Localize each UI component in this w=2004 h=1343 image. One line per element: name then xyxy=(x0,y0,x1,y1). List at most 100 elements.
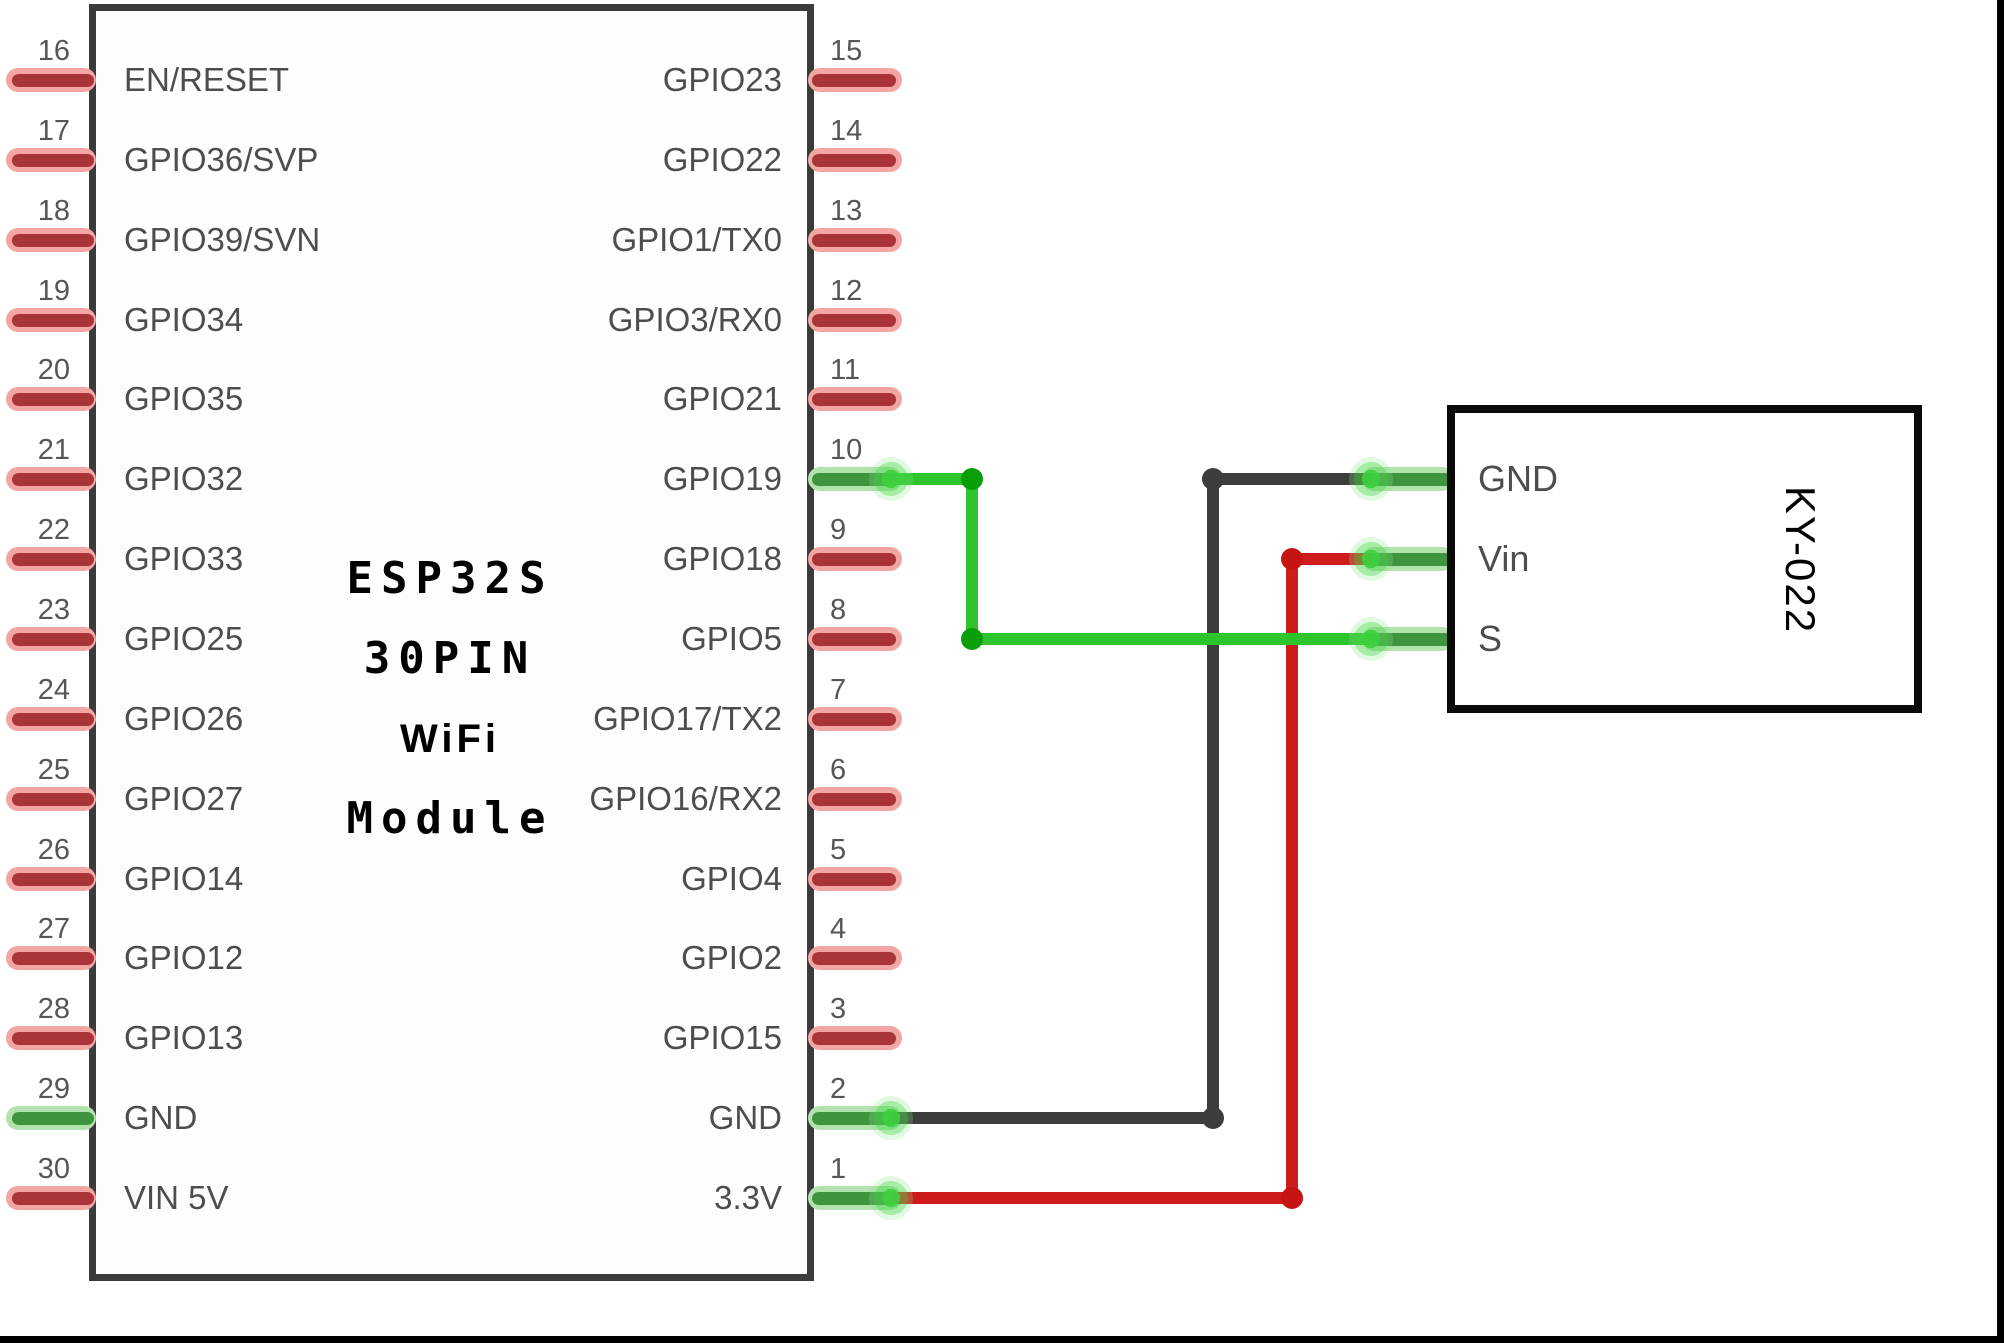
signal-wire-bend-1[interactable] xyxy=(961,468,983,490)
esp-pin-9-gpio18-stub[interactable] xyxy=(812,553,896,566)
esp-pin-26-gpio14-label: GPIO14 xyxy=(124,860,244,897)
gnd-wire-bend-2[interactable] xyxy=(1202,468,1224,490)
esp-pin-22-gpio33-number: 22 xyxy=(37,514,70,546)
ky022-pin-vin-connection-glow xyxy=(1346,534,1396,584)
esp-pin-8-gpio5-stub[interactable] xyxy=(812,633,896,646)
esp-pin-8-gpio5-number: 8 xyxy=(830,594,847,626)
esp-pin-2-gnd-label: GND xyxy=(708,1099,782,1136)
esp-pin-6-gpio16-rx2-label: GPIO16/RX2 xyxy=(589,780,782,817)
esp-pin-19-gpio34-number: 19 xyxy=(37,275,70,307)
gnd-wire[interactable] xyxy=(892,473,1372,1124)
esp-pin-26-gpio14-number: 26 xyxy=(37,834,70,866)
esp-pin-8-gpio5-label: GPIO5 xyxy=(681,620,782,657)
esp-pin-22-gpio33-stub[interactable] xyxy=(12,553,94,566)
signal-wire-bend-2[interactable] xyxy=(961,628,983,650)
ky022-pin-s-label: S xyxy=(1478,618,1503,659)
esp-pin-16-en-reset-number: 16 xyxy=(37,35,70,67)
signal-wire[interactable] xyxy=(892,473,1372,645)
canvas-right-edge xyxy=(1997,0,2004,1343)
esp-pin-3-gpio15-stub[interactable] xyxy=(812,1032,896,1045)
esp-pin-18-gpio39-svn-number: 18 xyxy=(37,195,70,227)
esp-pin-15-gpio23-label: GPIO23 xyxy=(662,61,782,98)
esp-pin-12-gpio3-rx0-number: 12 xyxy=(830,275,863,307)
esp-pin-4-gpio2-label: GPIO2 xyxy=(681,939,782,976)
esp-pin-30-vin-5v-label: VIN 5V xyxy=(124,1179,229,1216)
esp-pin-2-gnd-connection-glow xyxy=(866,1093,916,1143)
esp-pin-24-gpio26-number: 24 xyxy=(37,674,70,706)
ky022-part-label: KY-022 xyxy=(1777,485,1824,635)
esp-pin-1-3-3v-connection-glow xyxy=(866,1173,916,1223)
esp-pin-4-gpio2-stub[interactable] xyxy=(812,952,896,965)
power-wire-bend-1[interactable] xyxy=(1281,1187,1303,1209)
esp-pin-17-gpio36-svp-number: 17 xyxy=(37,115,70,147)
esp-pin-19-gpio34-stub[interactable] xyxy=(12,314,94,327)
esp-pin-11-gpio21-stub[interactable] xyxy=(812,393,896,406)
esp-pin-12-gpio3-rx0-label: GPIO3/RX0 xyxy=(607,301,782,338)
esp-pin-4-gpio2-number: 4 xyxy=(830,913,847,945)
esp32-title-line-4: Module xyxy=(346,793,554,844)
esp-pin-20-gpio35-number: 20 xyxy=(37,354,70,386)
esp-pin-21-gpio32-stub[interactable] xyxy=(12,473,94,486)
esp-pin-27-gpio12-number: 27 xyxy=(37,913,70,945)
esp-pin-10-gpio19-number: 10 xyxy=(830,434,863,466)
esp-pin-24-gpio26-label: GPIO26 xyxy=(124,700,244,737)
esp-pin-15-gpio23-number: 15 xyxy=(830,35,863,67)
esp-pin-20-gpio35-label: GPIO35 xyxy=(124,380,244,417)
esp-pin-30-vin-5v-number: 30 xyxy=(37,1153,70,1185)
esp-pin-28-gpio13-number: 28 xyxy=(37,993,70,1025)
esp-pin-26-gpio14-stub[interactable] xyxy=(12,873,94,886)
esp-pin-13-gpio1-tx0-label: GPIO1/TX0 xyxy=(611,221,782,258)
esp-pin-18-gpio39-svn-stub[interactable] xyxy=(12,234,94,247)
esp-pin-29-gnd-stub[interactable] xyxy=(12,1112,94,1125)
esp32-title-line-3: WiFi xyxy=(399,717,501,761)
esp-pin-5-gpio4-stub[interactable] xyxy=(812,873,896,886)
esp-pin-7-gpio17-tx2-stub[interactable] xyxy=(812,713,896,726)
esp-pin-1-3-3v-number: 1 xyxy=(830,1153,847,1185)
esp-pin-6-gpio16-rx2-stub[interactable] xyxy=(812,793,896,806)
power-wire[interactable] xyxy=(892,553,1372,1204)
esp-pin-9-gpio18-label: GPIO18 xyxy=(662,540,782,577)
esp-pin-16-en-reset-label: EN/RESET xyxy=(124,61,290,98)
esp-pin-30-vin-5v-stub[interactable] xyxy=(12,1192,94,1205)
esp-pin-11-gpio21-label: GPIO21 xyxy=(662,380,782,417)
esp-pin-17-gpio36-svp-stub[interactable] xyxy=(12,154,94,167)
ky022-pin-gnd-label: GND xyxy=(1478,458,1558,499)
ky022-pin-s-connection-glow xyxy=(1346,614,1396,664)
power-wire-bend-2[interactable] xyxy=(1281,548,1303,570)
esp-pin-1-3-3v-label: 3.3V xyxy=(714,1179,782,1216)
esp32-title-line-1: ESP32S xyxy=(346,553,554,604)
esp-pin-22-gpio33-label: GPIO33 xyxy=(124,540,244,577)
esp-pin-25-gpio27-stub[interactable] xyxy=(12,793,94,806)
gnd-wire-bend-1[interactable] xyxy=(1202,1107,1224,1129)
esp-pin-23-gpio25-stub[interactable] xyxy=(12,633,94,646)
esp-pin-25-gpio27-number: 25 xyxy=(37,754,70,786)
esp-pin-10-gpio19-label: GPIO19 xyxy=(662,460,782,497)
esp-pin-27-gpio12-stub[interactable] xyxy=(12,952,94,965)
esp-pin-12-gpio3-rx0-stub[interactable] xyxy=(812,314,896,327)
esp-pin-13-gpio1-tx0-stub[interactable] xyxy=(812,234,896,247)
esp-pin-9-gpio18-number: 9 xyxy=(830,514,847,546)
esp-pin-6-gpio16-rx2-number: 6 xyxy=(830,754,847,786)
esp-pin-18-gpio39-svn-label: GPIO39/SVN xyxy=(124,221,321,258)
ky022-module-body[interactable] xyxy=(1447,405,1922,713)
esp-pin-15-gpio23-stub[interactable] xyxy=(812,74,896,87)
esp-pin-23-gpio25-number: 23 xyxy=(37,594,70,626)
ky022-pin-gnd-connection-glow xyxy=(1346,454,1396,504)
esp-pin-3-gpio15-label: GPIO15 xyxy=(662,1019,782,1056)
esp-pin-19-gpio34-label: GPIO34 xyxy=(124,301,244,338)
esp-pin-24-gpio26-stub[interactable] xyxy=(12,713,94,726)
esp-pin-23-gpio25-label: GPIO25 xyxy=(124,620,244,657)
canvas-bottom-edge xyxy=(0,1336,2004,1343)
esp-pin-28-gpio13-stub[interactable] xyxy=(12,1032,94,1045)
esp-pin-29-gnd-number: 29 xyxy=(37,1073,70,1105)
esp-pin-21-gpio32-number: 21 xyxy=(37,434,70,466)
esp-pin-20-gpio35-stub[interactable] xyxy=(12,393,94,406)
esp-pin-14-gpio22-stub[interactable] xyxy=(812,154,896,167)
esp-pin-7-gpio17-tx2-label: GPIO17/TX2 xyxy=(593,700,782,737)
esp-pin-16-en-reset-stub[interactable] xyxy=(12,74,94,87)
esp-pin-25-gpio27-label: GPIO27 xyxy=(124,780,244,817)
esp-pin-28-gpio13-label: GPIO13 xyxy=(124,1019,244,1056)
esp32-module-body[interactable] xyxy=(89,4,814,1281)
